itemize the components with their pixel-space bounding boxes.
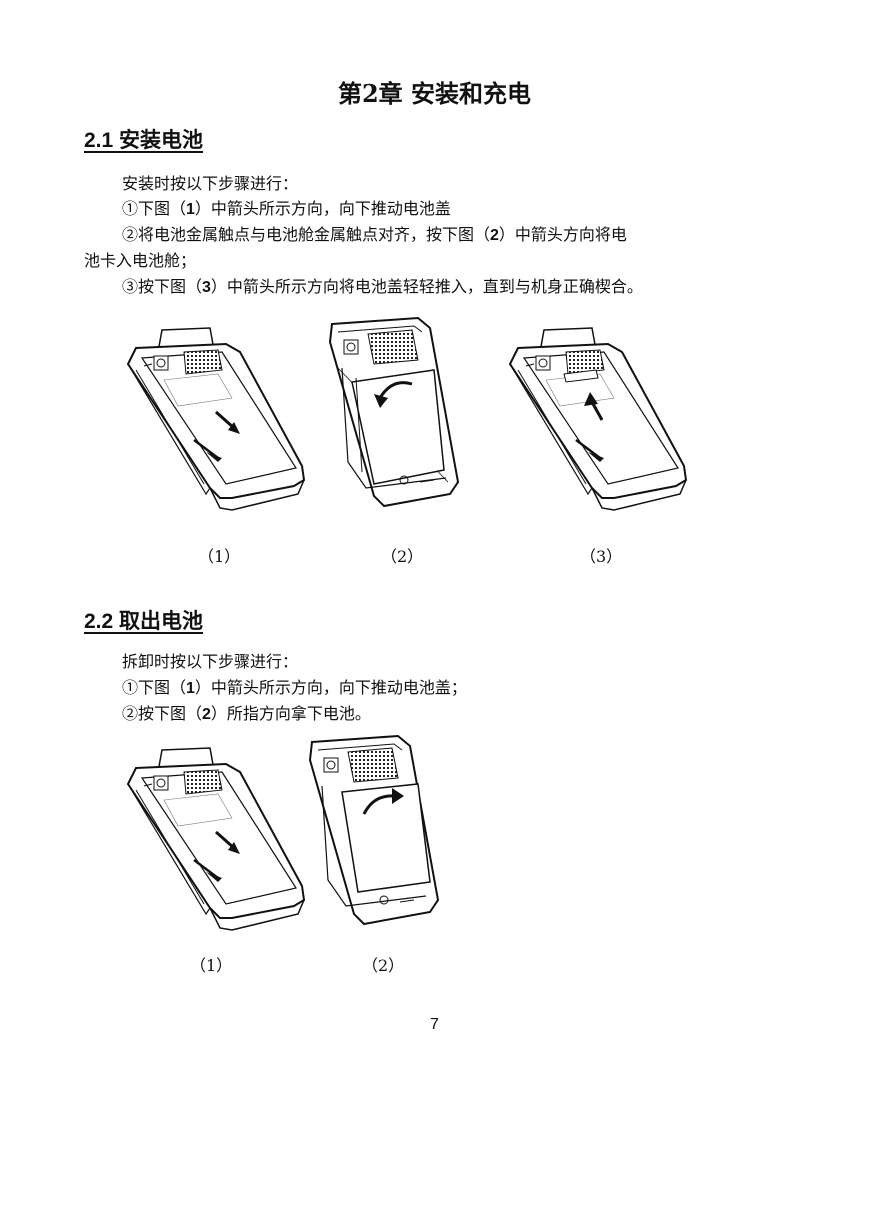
install-step-2-cont: 池卡入电池舱； — [84, 251, 197, 270]
install-caption-3: （3） — [580, 547, 623, 566]
remove-caption-1: （1） — [190, 956, 233, 975]
curved-arrow-icon — [378, 381, 413, 399]
install-figure-3 — [508, 326, 688, 512]
remove-step-1: ①下图（1）中箭头所示方向，向下推动电池盖； — [122, 678, 467, 697]
up-arrow-icon — [584, 392, 604, 421]
chapter-title: 第2章 安装和充电 — [337, 79, 532, 108]
page-number: 7 — [430, 1016, 439, 1033]
install-intro: 安装时按以下步骤进行： — [122, 174, 299, 193]
remove-figure-1 — [126, 746, 306, 932]
install-caption-2: （2） — [381, 547, 424, 566]
remove-step-2: ②按下图（2）所指方向拿下电池。 — [122, 704, 371, 723]
install-figure-2 — [328, 316, 460, 508]
install-step-2: ②将电池金属触点与电池舱金属触点对齐，按下图（2）中箭头方向将电 — [122, 225, 627, 244]
section-heading-remove: 2.2 取出电池 — [84, 610, 204, 633]
down-arrow-icon — [215, 830, 240, 854]
install-caption-1: （1） — [198, 547, 241, 566]
section-heading-install: 2.1 安装电池 — [84, 129, 204, 152]
down-arrow-icon — [215, 410, 240, 434]
install-figure-1 — [126, 326, 306, 512]
remove-caption-2: （2） — [362, 956, 405, 975]
remove-figure-2 — [308, 734, 440, 926]
install-step-1: ①下图（1）中箭头所示方向，向下推动电池盖 — [122, 199, 451, 218]
install-step-3: ③按下图（3）中箭头所示方向将电池盖轻轻推入，直到与机身正确楔合。 — [122, 277, 643, 296]
remove-intro: 拆卸时按以下步骤进行： — [122, 652, 299, 671]
